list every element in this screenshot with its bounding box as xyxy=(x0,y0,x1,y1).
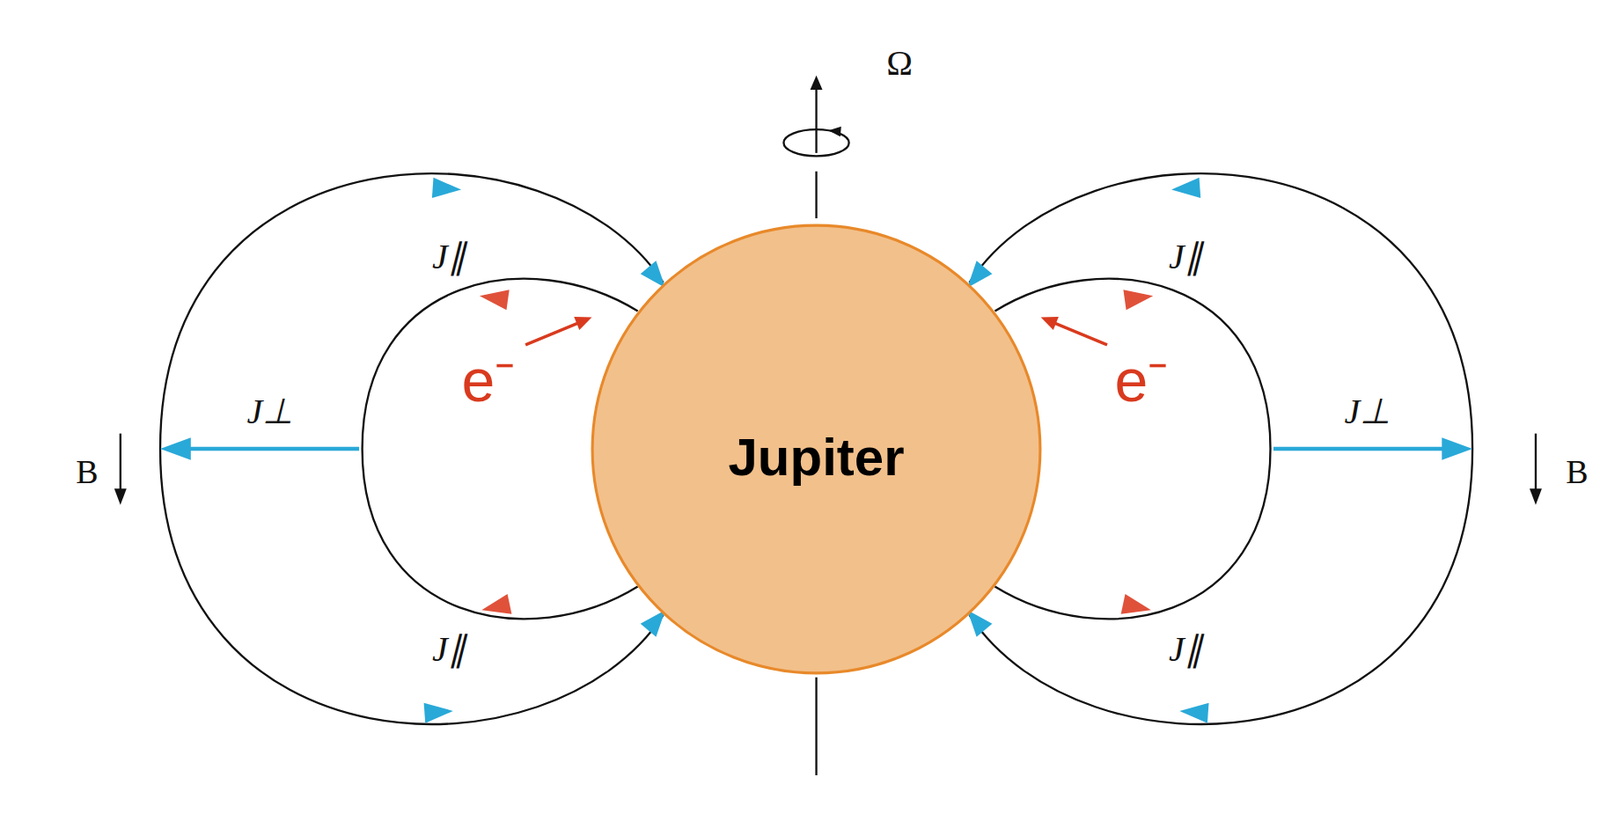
electron-arrowhead xyxy=(573,310,595,331)
perp-current-line xyxy=(188,447,360,452)
omega-arrow xyxy=(814,89,817,154)
parallel-current-label: J∥ xyxy=(1168,631,1203,668)
rotation-axis xyxy=(814,677,817,776)
rotation-arrowhead xyxy=(828,125,842,138)
current-arrowhead xyxy=(432,177,463,200)
field-arrow xyxy=(1534,433,1537,491)
electron-arrow xyxy=(525,322,578,345)
rotation-label: Ω xyxy=(886,45,913,81)
planet-circle: Jupiter xyxy=(589,222,1043,676)
perp-current-label: J⊥ xyxy=(247,394,294,430)
field-arrowhead xyxy=(114,488,127,506)
planet-disc xyxy=(592,225,1041,674)
current-arrowhead xyxy=(424,700,455,723)
parallel-current-label: J∥ xyxy=(432,631,466,668)
outer-field-line xyxy=(160,173,664,725)
field-label: B xyxy=(1565,455,1588,489)
field-label: B xyxy=(75,455,98,489)
current-arrowhead xyxy=(477,286,509,310)
rotation-axis xyxy=(814,171,817,219)
parallel-current-label: J∥ xyxy=(432,239,466,275)
omega-arrowhead xyxy=(810,75,823,90)
electron-label: e⁻ xyxy=(1115,350,1169,411)
current-arrowhead xyxy=(160,437,191,461)
electron-label: e⁻ xyxy=(462,350,516,411)
current-arrowhead xyxy=(479,594,513,620)
field-arrow xyxy=(119,433,122,491)
planet-name: Jupiter xyxy=(727,426,904,488)
field-arrowhead xyxy=(1529,488,1542,506)
parallel-current-label: J∥ xyxy=(1168,239,1203,275)
perp-current-label: J⊥ xyxy=(1344,394,1392,430)
